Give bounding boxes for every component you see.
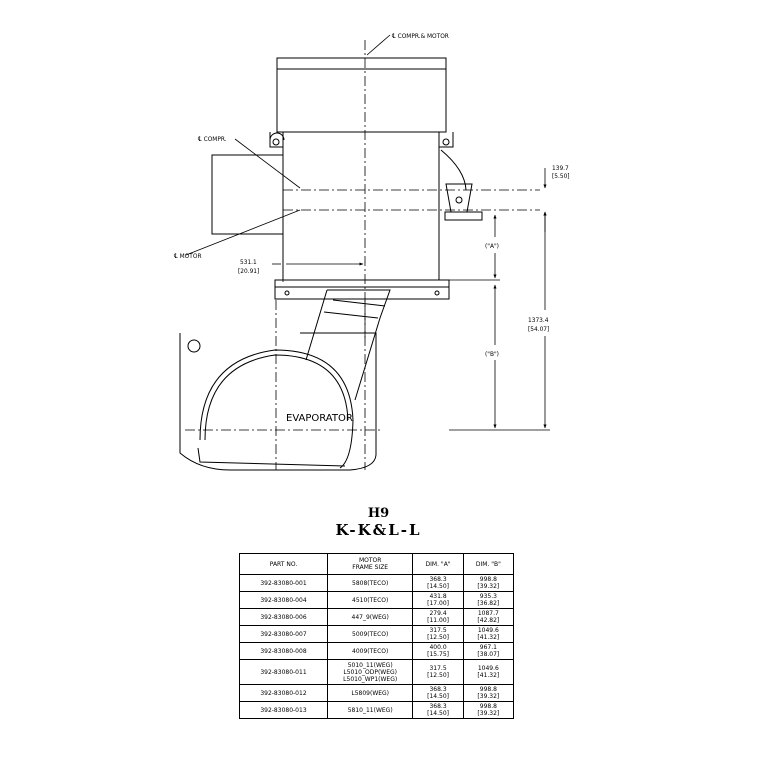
evaporator-housing [179,332,377,471]
table-row: 392-83080-001 5808(TECO) 368.3 [14.50] 9… [239,574,515,592]
cell-frame-size: 447_9(WEG) [326,608,414,626]
table-header-row: PART NO. MOTOR FRAME SIZE DIM. "A" DIM. … [239,553,515,575]
cell-part-no: 392-83080-004 [239,591,328,609]
table-row: 392-83080-006 447_9(WEG) 279.4 [11.00] 1… [239,608,515,626]
cell-dim-b: 1087.7 [42.82] [462,608,515,626]
table-row: 392-83080-012 L5809(WEG) 368.3 [14.50] 9… [239,684,515,702]
cell-dim-a: 279.4 [11.00] [412,608,464,626]
centerlines [185,40,540,470]
cell-part-no: 392-83080-011 [239,659,328,685]
cell-frame-size: 5810_11(WEG) [326,701,414,719]
cell-dim-a: 431.8 [17.00] [412,591,464,609]
cell-part-no: 392-83080-001 [239,574,328,592]
cell-dim-b: 998.8 [39.32] [462,574,515,592]
cell-dim-a: 368.3 [14.50] [412,574,464,592]
table-row: 392-83080-013 5810_11(WEG) 368.3 [14.50]… [239,701,515,719]
dim-offset-in: [5.50] [552,172,570,180]
label-centerline-compr-motor: ℄ COMPR.& MOTOR [392,32,449,40]
header-dim-a: DIM. "A" [412,553,464,575]
cell-dim-a: 317.5 [12.50] [412,659,464,685]
cell-frame-size: 4009(TECO) [326,642,414,660]
table-row: 392-83080-004 4510(TECO) 431.8 [17.00] 9… [239,591,515,609]
cell-part-no: 392-83080-012 [239,684,328,702]
mounting-plate [274,279,450,300]
cell-frame-size: 5009(TECO) [326,625,414,643]
header-part-no: PART NO. [239,553,328,575]
motor-housing [269,57,454,281]
section-title: K-K&L-L [335,521,422,539]
cell-dim-b: 935.3 [36.82] [462,591,515,609]
cell-dim-a: 317.5 [12.50] [412,625,464,643]
dim-a-label: ("A") [485,242,499,250]
cell-dim-b: 967.1 [38.07] [462,642,515,660]
dim-motor-mm: 531.1 [240,258,257,266]
side-bracket [440,149,483,221]
header-dim-b: DIM. "B" [462,553,515,575]
dim-motor-in: [20.91] [238,267,259,275]
table-row: 392-83080-011 5010_11(WEG) L5010_ODP(WEG… [239,659,515,685]
cell-frame-size: 4510(TECO) [326,591,414,609]
parts-table: PART NO. MOTOR FRAME SIZE DIM. "A" DIM. … [239,553,515,719]
header-motor-frame-size: MOTOR FRAME SIZE [326,553,414,575]
cell-dim-b: 998.8 [39.32] [462,701,515,719]
dim-b-label: ("B") [485,350,499,358]
table-row: 392-83080-008 4009(TECO) 400.0 [15.75] 9… [239,642,515,660]
cell-dim-b: 1049.6 [41.32] [462,659,515,685]
table-row: 392-83080-007 5009(TECO) 317.5 [12.50] 1… [239,625,515,643]
leader-lines [185,34,391,256]
cell-frame-size: 5808(TECO) [326,574,414,592]
dim-total-mm: 1373.4 [528,316,549,324]
dim-total-in: [54.07] [528,325,549,333]
cell-part-no: 392-83080-006 [239,608,328,626]
model-title: H9 [367,506,390,521]
cell-dim-a: 368.3 [14.50] [412,701,464,719]
dimension-lines [272,168,550,431]
cell-part-no: 392-83080-008 [239,642,328,660]
cell-dim-b: 998.8 [39.32] [462,684,515,702]
cell-part-no: 392-83080-013 [239,701,328,719]
label-evaporator: EVAPORATOR [286,413,353,424]
label-centerline-motor: ℄ MOTOR [174,252,202,260]
cell-frame-size: L5809(WEG) [326,684,414,702]
cell-dim-a: 400.0 [15.75] [412,642,464,660]
cell-frame-size: 5010_11(WEG) L5010_ODP(WEG) L5010_WP1(WE… [326,659,414,685]
cell-part-no: 392-83080-007 [239,625,328,643]
label-centerline-compr: ℄ COMPR. [198,135,227,143]
cell-dim-b: 1049.6 [41.32] [462,625,515,643]
dim-offset-mm: 139.7 [552,164,569,172]
discharge-duct [305,289,391,401]
cell-dim-a: 368.3 [14.50] [412,684,464,702]
compressor-inlet [211,154,283,235]
